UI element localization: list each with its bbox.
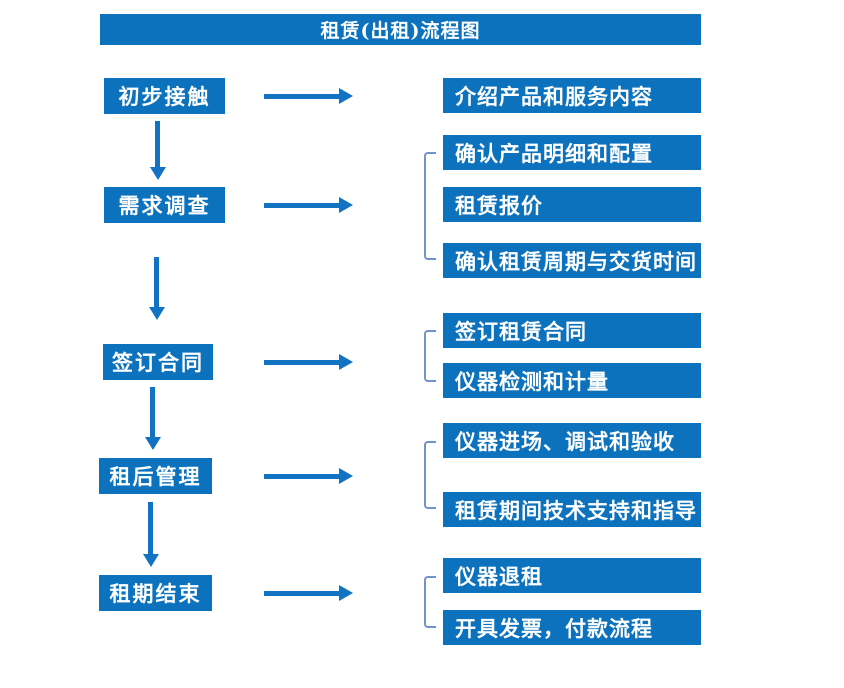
detail-box-instrument-return: 仪器退租: [443, 558, 701, 593]
detail-box-confirm-period: 确认租赁周期与交货时间: [443, 243, 701, 278]
down-arrow-icon-3: [144, 387, 161, 450]
step-box-demand-survey: 需求调查: [104, 187, 225, 223]
right-arrow-icon-5: [264, 585, 353, 601]
step-box-rental-end: 租期结束: [99, 575, 212, 611]
step-box-sign-contract: 签订合同: [103, 344, 213, 380]
step-box-initial-contact: 初步接触: [104, 78, 225, 114]
group-bracket-post-rental: [424, 441, 436, 509]
detail-box-instrument-setup: 仪器进场、调试和验收: [443, 423, 701, 458]
flowchart-title-banner: 租赁(出租)流程图: [100, 14, 701, 45]
detail-box-confirm-details: 确认产品明细和配置: [443, 135, 701, 170]
detail-box-instrument-testing: 仪器检测和计量: [443, 363, 701, 398]
group-bracket-sign-contract: [424, 330, 436, 382]
group-bracket-demand-survey: [424, 152, 436, 260]
right-arrow-icon-2: [264, 197, 353, 213]
down-arrow-icon-2: [148, 257, 165, 320]
right-arrow-icon-4: [264, 468, 353, 484]
detail-box-rental-quote: 租赁报价: [443, 187, 701, 222]
detail-box-invoice-payment: 开具发票，付款流程: [443, 610, 701, 645]
detail-box-sign-rental-contract: 签订租赁合同: [443, 313, 701, 348]
down-arrow-icon-4: [142, 502, 159, 567]
flowchart-title: 租赁(出租)流程图: [320, 20, 481, 42]
detail-box-introduce-products: 介绍产品和服务内容: [443, 78, 701, 113]
right-arrow-icon-3: [264, 354, 353, 370]
down-arrow-icon-1: [149, 121, 166, 180]
group-bracket-rental-end: [424, 576, 436, 628]
step-box-post-rental: 租后管理: [99, 458, 212, 494]
detail-box-tech-support: 租赁期间技术支持和指导: [443, 492, 701, 527]
right-arrow-icon-1: [264, 88, 353, 104]
